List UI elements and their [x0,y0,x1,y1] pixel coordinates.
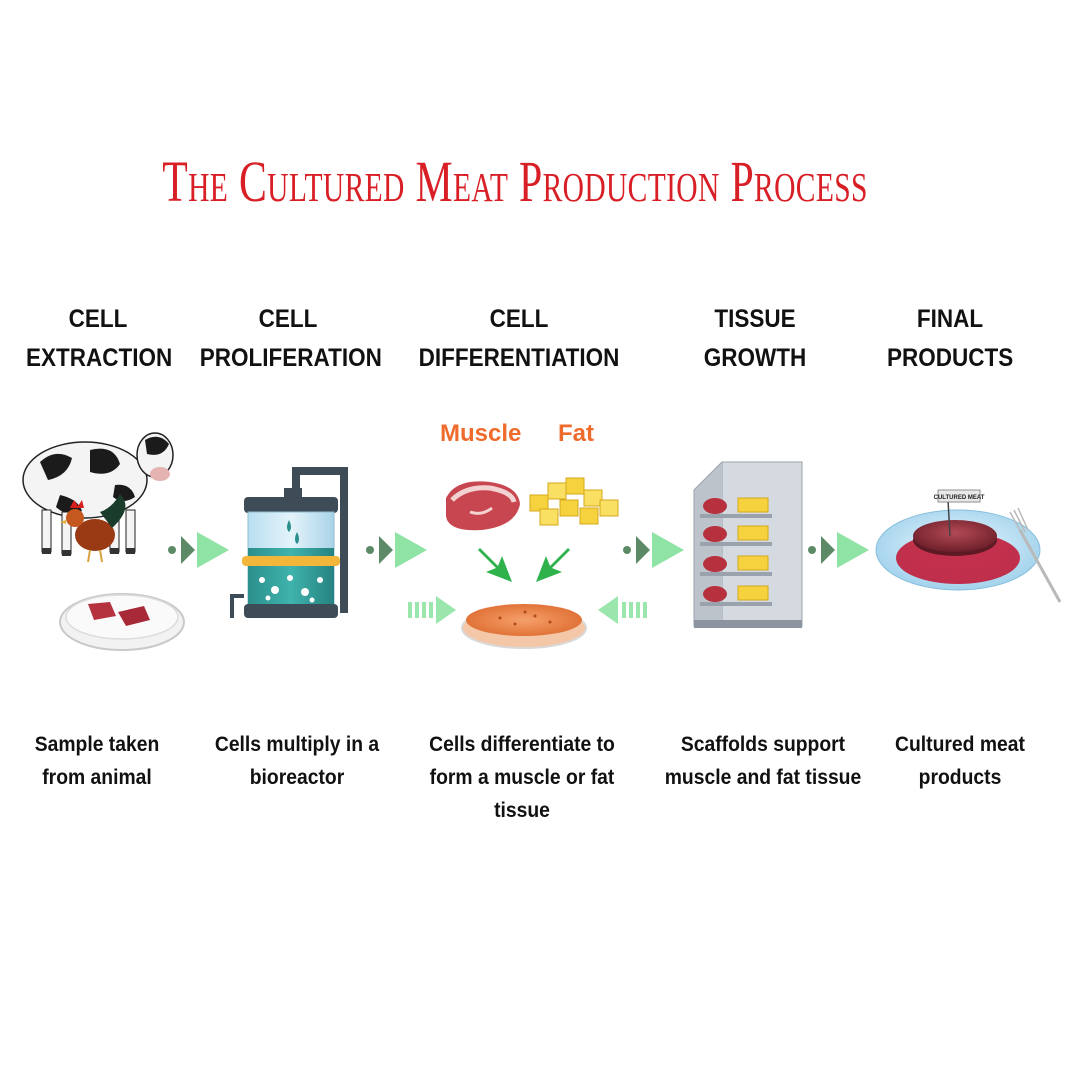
muscle-tissue-row [703,498,727,602]
stage-heading-extraction: CELL EXTRACTION [26,300,173,378]
stage-heading-line2: EXTRACTION [26,344,173,372]
flow-arrow-4-icon [808,532,869,568]
muscle-steak-icon [446,481,520,531]
stage-heading-final-products: FINAL PRODUCTS [887,300,1013,378]
stage-heading-line2: PROLIFERATION [199,344,382,372]
stage-heading-line1: CELL [258,305,318,333]
stage-heading-line2: PRODUCTS [887,344,1014,372]
dashed-arrow-right-icon [408,596,456,624]
fat-cubes-icon [529,477,619,526]
stage-heading-proliferation: CELL PROLIFERATION [199,300,382,378]
bioreactor-icon [230,467,348,618]
flow-arrow-3-icon [623,532,684,568]
flow-arrow-2-icon [366,532,427,568]
fat-tissue-row [737,497,769,601]
arrow-down-left-icon [536,548,570,582]
dashed-arrow-left-icon [598,596,647,624]
fat-label: Fat [558,420,594,447]
page-title: The Cultured Meat Production Process [162,149,868,214]
scaffold-rack-icon [693,461,803,628]
stage-description-differentiation: Cells differentiate to form a muscle or … [429,733,615,822]
muscle-label: Muscle [440,420,522,447]
stage-heading-line1: TISSUE [714,305,796,333]
rooster-icon [60,494,126,563]
stage-heading-line1: CELL [68,305,128,333]
product-flag-text: CULTURED MEAT [934,495,985,501]
stage-heading-line1: CELL [489,305,549,333]
stage-heading-tissue-growth: TISSUE GROWTH [697,300,814,378]
cultured-meat-plate-icon: CULTURED MEAT [875,489,1041,591]
stage-heading-line2: DIFFERENTIATION [418,344,620,372]
petri-dish-samples-icon [59,593,185,651]
arrow-down-right-icon [478,548,512,582]
stage-heading-line1: FINAL [916,305,984,333]
stage-heading-differentiation: CELL DIFFERENTIATION [416,300,621,378]
stage-description-final-products: Cultured meat products [895,733,1025,789]
flow-arrow-1-icon [168,532,229,568]
stage-description-tissue-growth: Scaffolds support muscle and fat tissue [664,733,862,789]
stage-heading-line2: GROWTH [703,344,807,372]
culture-dish-icon [461,604,587,649]
stage-description-proliferation: Cells multiply in a bioreactor [214,733,380,789]
fork-icon [1009,507,1062,603]
stage-description-extraction: Sample taken from animal [34,733,160,789]
cow-icon [22,432,174,556]
